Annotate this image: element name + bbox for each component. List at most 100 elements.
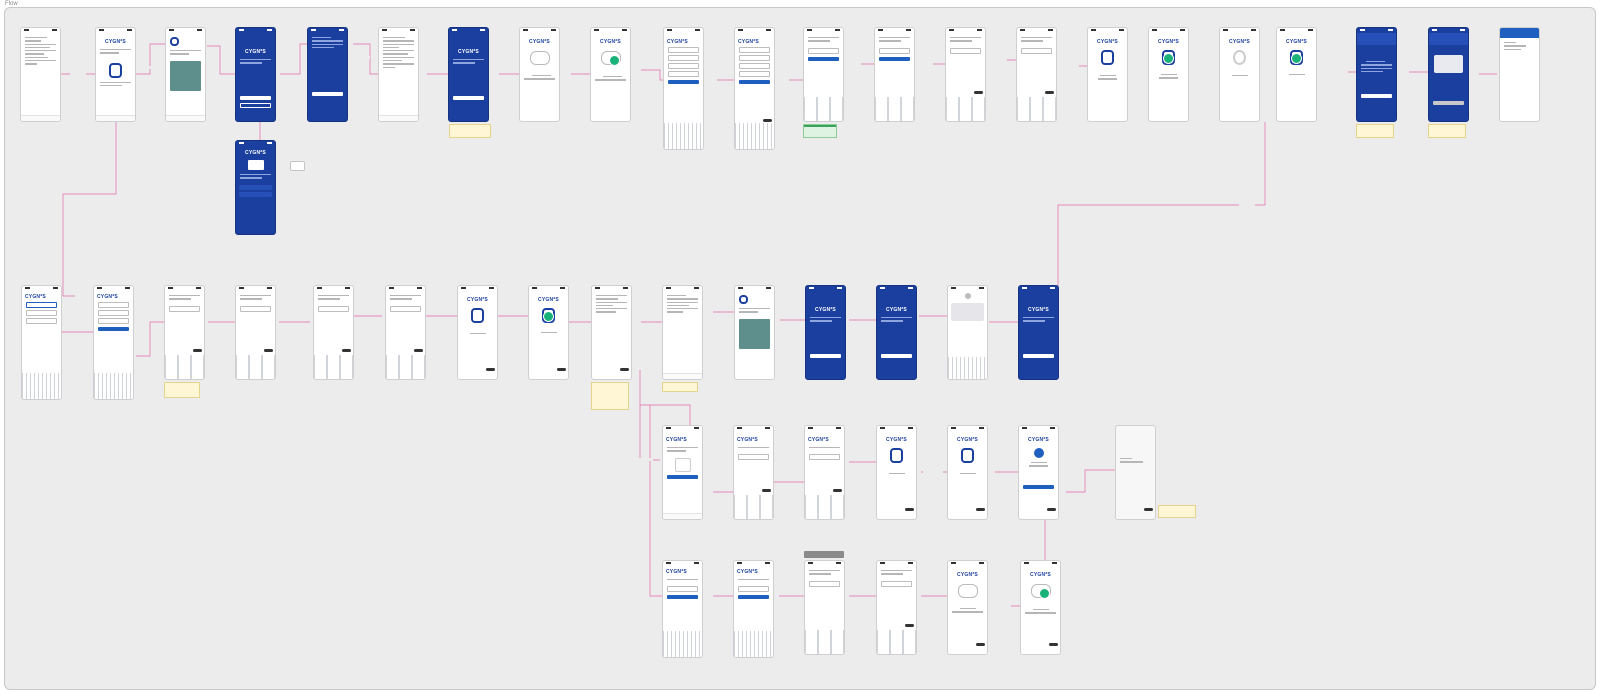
numeric-keypad[interactable] (946, 97, 985, 121)
primary-button[interactable] (312, 92, 343, 97)
screen-splash-row2-c[interactable]: CYGN*S (1018, 285, 1059, 380)
continue-button[interactable] (738, 595, 769, 600)
code-field[interactable] (318, 305, 349, 312)
system-dialog[interactable] (1434, 55, 1463, 73)
allow-button[interactable] (1433, 101, 1464, 105)
numeric-keypad[interactable] (236, 355, 275, 379)
numeric-keypad[interactable] (805, 630, 844, 654)
screen-device-connected-2[interactable]: CYGN*S (1276, 27, 1317, 122)
primary-button[interactable] (453, 95, 484, 100)
continue-button[interactable] (739, 80, 770, 84)
screen-numpad-row3-a[interactable]: CYGN*S (733, 425, 774, 520)
screen-intro-info[interactable]: CYGN*S (95, 27, 136, 122)
code-field[interactable] (169, 305, 200, 312)
screen-connecting-row2[interactable]: CYGN*S (457, 285, 498, 380)
numeric-keypad[interactable] (877, 630, 916, 654)
screen-messages-row2[interactable] (947, 285, 988, 380)
sticky-note[interactable] (164, 382, 200, 398)
text-field[interactable] (668, 47, 699, 53)
screen-permission-dialog[interactable] (1428, 27, 1469, 122)
code-field[interactable] (1021, 47, 1052, 54)
screen-qr-card[interactable]: CYGN*S (235, 140, 276, 235)
numeric-keypad[interactable] (805, 495, 844, 519)
screen-register-info[interactable] (378, 27, 419, 122)
screen-form-row2-b[interactable]: CYGN*S (93, 285, 134, 400)
primary-button[interactable] (240, 95, 271, 100)
keyboard[interactable] (735, 123, 774, 149)
sticky-note[interactable] (662, 382, 698, 392)
screen-app-store-listing[interactable] (165, 27, 206, 122)
keyboard[interactable] (948, 357, 987, 379)
screen-welcome-splash-3[interactable]: CYGN*S (448, 27, 489, 122)
screen-connecting-row3-b[interactable]: CYGN*S (947, 425, 988, 520)
code-field[interactable] (738, 454, 769, 461)
sticky-note[interactable] (449, 124, 491, 138)
screen-splash-row2-b[interactable]: CYGN*S (876, 285, 917, 380)
code-field[interactable] (950, 47, 981, 54)
code-field[interactable] (390, 305, 421, 312)
floating-component[interactable] (290, 161, 305, 171)
screen-numpad-row2-a[interactable] (164, 285, 205, 380)
code-field[interactable] (808, 47, 839, 54)
screen-landing-page[interactable] (20, 27, 61, 122)
screen-checklist-row2[interactable] (591, 285, 632, 380)
screen-account-form[interactable]: CYGN*S (663, 27, 704, 150)
text-field[interactable] (668, 63, 699, 69)
screen-permission[interactable] (1356, 27, 1397, 122)
component-tag[interactable] (804, 551, 844, 558)
text-field[interactable] (739, 55, 770, 61)
tab-bar[interactable] (663, 513, 702, 519)
numeric-keypad[interactable] (804, 97, 843, 121)
sticky-note[interactable] (591, 382, 629, 410)
text-field[interactable] (739, 71, 770, 77)
numeric-keypad[interactable] (386, 355, 425, 379)
list-item[interactable] (239, 184, 272, 190)
numeric-keypad[interactable] (875, 97, 914, 121)
code-field[interactable] (809, 580, 840, 587)
numeric-keypad[interactable] (734, 495, 773, 519)
numeric-keypad[interactable] (165, 355, 204, 379)
text-field[interactable] (738, 586, 769, 593)
text-field[interactable] (667, 586, 698, 593)
allow-button[interactable] (1361, 94, 1392, 99)
screen-store-listing-row2[interactable] (734, 285, 775, 380)
verify-button[interactable] (879, 56, 910, 61)
screen-connected-row2[interactable]: CYGN*S (528, 285, 569, 380)
sticky-note[interactable] (1428, 124, 1466, 138)
continue-button[interactable] (98, 327, 129, 331)
keyboard[interactable] (22, 373, 61, 399)
keyboard[interactable] (94, 373, 133, 399)
text-field[interactable] (98, 310, 129, 316)
screen-pair-device[interactable]: CYGN*S (519, 27, 560, 122)
screen-device-connected[interactable]: CYGN*S (1148, 27, 1189, 122)
tab-bar[interactable] (21, 115, 60, 121)
screen-pair-success-row4[interactable]: CYGN*S (1020, 560, 1061, 655)
tab-bar[interactable] (166, 115, 205, 121)
screen-scan-info-row2[interactable] (662, 285, 703, 380)
screen-verify-code-2[interactable] (874, 27, 915, 122)
screen-info-row3-a[interactable]: CYGN*S (662, 425, 703, 520)
screen-numpad-row4-b[interactable] (876, 560, 917, 655)
screen-welcome-splash[interactable]: CYGN*S (235, 27, 276, 122)
screen-home-dashboard[interactable] (1499, 27, 1540, 122)
text-field[interactable] (668, 55, 699, 61)
tab-bar[interactable] (96, 115, 135, 121)
tab-bar[interactable] (379, 115, 418, 121)
screen-numpad-row3-b[interactable]: CYGN*S (804, 425, 845, 520)
text-field[interactable] (26, 302, 57, 308)
primary-button[interactable] (1023, 353, 1054, 358)
primary-button[interactable] (667, 474, 698, 479)
screen-verify-code[interactable] (803, 27, 844, 122)
text-field[interactable] (98, 318, 129, 324)
keyboard[interactable] (663, 631, 702, 657)
screen-blank-row3[interactable] (1115, 425, 1156, 520)
screen-device-connecting-2[interactable]: CYGN*S (1219, 27, 1260, 122)
numeric-keypad[interactable] (1017, 97, 1056, 121)
sticky-note[interactable] (1158, 505, 1196, 518)
screen-splash-row2-a[interactable]: CYGN*S (805, 285, 846, 380)
continue-button[interactable] (667, 595, 698, 600)
code-field[interactable] (240, 305, 271, 312)
text-field[interactable] (26, 310, 57, 316)
screen-numpad-row2-b[interactable] (235, 285, 276, 380)
screen-pair-success[interactable]: CYGN*S (590, 27, 631, 122)
